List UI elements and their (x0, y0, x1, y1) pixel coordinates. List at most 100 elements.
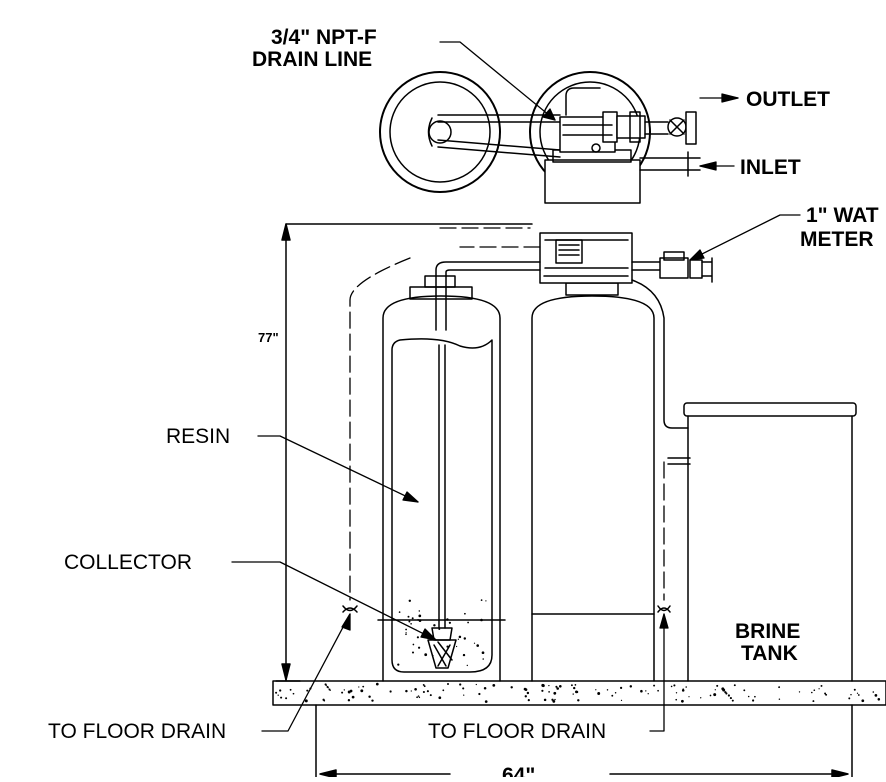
concrete-speck (570, 684, 573, 687)
concrete-speck (462, 687, 465, 690)
brine-tank-label-line1: BRINE (735, 620, 800, 643)
concrete-speck (323, 699, 326, 702)
concrete-speck (812, 700, 815, 703)
gravel-speck (407, 615, 410, 618)
top-view-outlet-fitting (616, 111, 697, 145)
gravel-speck (446, 645, 449, 648)
brine-tank (667, 402, 857, 682)
drain-line-label-line1: 3/4" NPT-F (271, 26, 377, 49)
concrete-speck (685, 686, 687, 688)
concrete-speck (670, 685, 673, 688)
concrete-speck (414, 687, 417, 691)
concrete-speck (279, 689, 282, 692)
concrete-speck (722, 688, 726, 692)
water-meter-label-line2: METER (800, 228, 874, 251)
concrete-speck (459, 683, 462, 686)
concrete-speck (752, 699, 755, 702)
drain-line-dashed (349, 227, 665, 601)
concrete-speck (329, 689, 331, 691)
concrete-speck (304, 699, 308, 703)
gravel-speck (418, 614, 422, 618)
gravel-speck (405, 628, 407, 631)
concrete-speck (572, 693, 574, 695)
width-dimension-label: 64" (502, 764, 535, 777)
gravel-speck (405, 633, 407, 636)
gravel-speck (464, 612, 466, 615)
resin-tank-left (377, 275, 506, 682)
concrete-speck (292, 692, 295, 695)
inlet-label: INLET (740, 156, 801, 179)
air-gap-left (342, 605, 358, 613)
concrete-speck (416, 696, 418, 699)
gravel-speck (432, 654, 434, 657)
concrete-speck (731, 699, 734, 702)
gravel-speck (480, 618, 483, 622)
text-labels: 3/4" NPT-F DRAIN LINE OUTLET INLET 1" WA… (48, 26, 879, 782)
top-view-left-tank (379, 71, 501, 193)
concrete-speck (877, 698, 881, 701)
concrete-speck (389, 690, 392, 693)
concrete-speck (754, 695, 756, 698)
gravel-speck (412, 643, 415, 646)
concrete-speck (484, 700, 488, 703)
concrete-speck (747, 695, 750, 698)
concrete-speck (614, 692, 617, 694)
riser-tube (427, 344, 457, 669)
concrete-speck (541, 683, 545, 687)
resin-tank-right (531, 282, 655, 682)
gravel-speck (424, 653, 428, 657)
concrete-speck (700, 697, 702, 699)
air-gap-right (657, 605, 671, 613)
floor-drain-left-label: TO FLOOR DRAIN (48, 720, 226, 743)
gravel-speck (473, 642, 476, 644)
concrete-speck (647, 693, 649, 695)
concrete-speck (778, 698, 781, 700)
concrete-speck (438, 696, 442, 700)
concrete-speck (675, 692, 678, 694)
concrete-speck (681, 699, 684, 703)
concrete-speck (475, 683, 477, 686)
gravel-speck (408, 599, 411, 602)
gravel-speck (397, 663, 400, 666)
concrete-speck (548, 691, 550, 693)
concrete-speck (351, 695, 355, 699)
concrete-speck (548, 684, 550, 687)
concrete-speck (820, 684, 823, 687)
gravel-speck (411, 617, 414, 620)
concrete-speck (524, 688, 528, 691)
concrete-speck (463, 694, 465, 696)
concrete-speck (848, 697, 851, 700)
concrete-speck (510, 686, 513, 689)
concrete-speck (325, 684, 327, 686)
concrete-speck (810, 691, 813, 694)
concrete-speck (825, 693, 828, 696)
concrete-texture (275, 682, 881, 703)
concrete-speck (289, 688, 292, 691)
concrete-speck (714, 689, 716, 691)
concrete-speck (743, 689, 746, 692)
concrete-speck (688, 696, 690, 698)
gravel-speck (433, 624, 436, 627)
concrete-speck (343, 689, 345, 691)
concrete-speck (850, 693, 852, 696)
concrete-speck (729, 697, 732, 700)
gravel-texture (397, 599, 487, 667)
concrete-speck (856, 692, 859, 694)
width-dimension (315, 704, 853, 779)
gravel-speck (418, 610, 421, 612)
gravel-speck (405, 632, 407, 634)
resin-label: RESIN (166, 425, 230, 448)
concrete-speck (543, 698, 547, 702)
outlet-label: OUTLET (746, 88, 830, 111)
top-view-pipes (427, 87, 601, 158)
concrete-speck (875, 695, 877, 697)
concrete-speck (341, 691, 344, 694)
concrete-speck (277, 694, 279, 696)
concrete-speck (553, 691, 557, 695)
concrete-speck (872, 691, 875, 693)
front-view (272, 223, 886, 779)
concrete-speck (673, 684, 676, 687)
concrete-speck (422, 683, 425, 686)
gravel-speck (411, 651, 415, 654)
concrete-speck (360, 689, 364, 693)
